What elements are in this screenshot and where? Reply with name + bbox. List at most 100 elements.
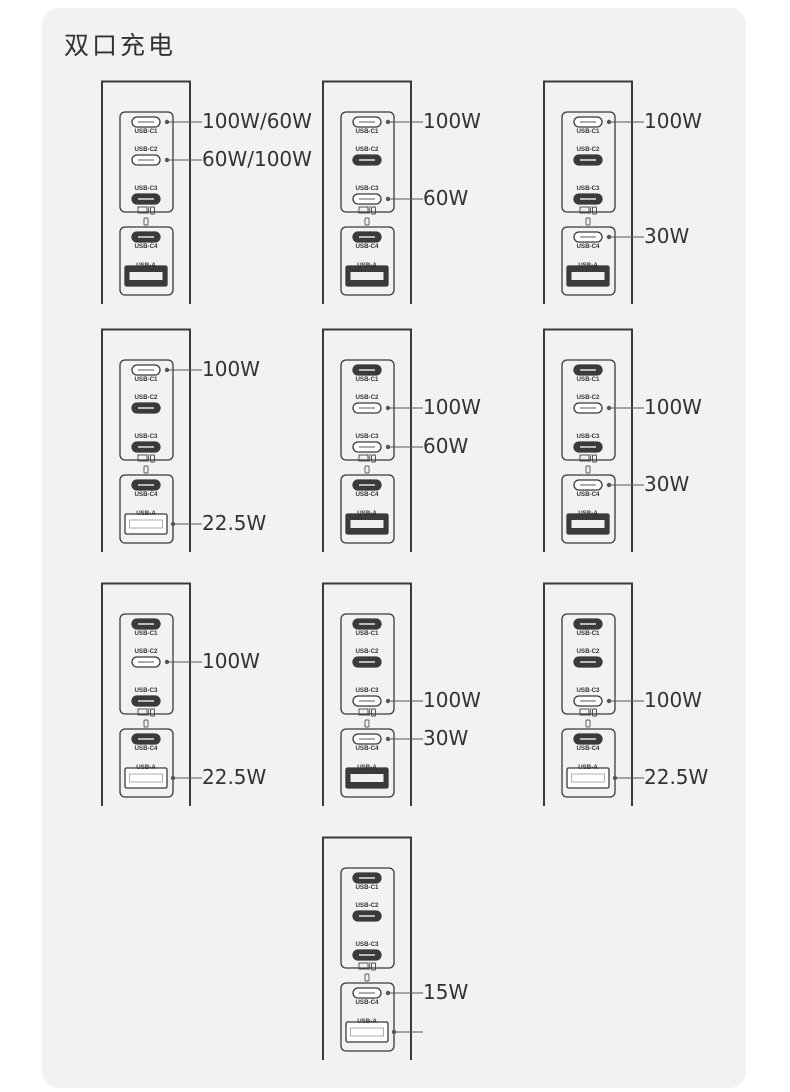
- leader-dot: [612, 775, 618, 781]
- leader-dot: [606, 234, 612, 240]
- leader-dot: [164, 157, 170, 163]
- indicator-light-icon: [585, 465, 591, 474]
- usb-c2-port: [352, 402, 382, 414]
- indicator-light-icon: [364, 217, 370, 226]
- port-label: USB-C4: [355, 999, 379, 1006]
- leader-dot: [164, 367, 170, 373]
- display-phone-icon: [358, 961, 376, 971]
- lower-port-panel: [561, 226, 616, 296]
- lower-port-panel: [561, 728, 616, 798]
- port-label: USB-A: [136, 510, 156, 517]
- usb-c3-port: [352, 193, 382, 205]
- upper-port-panel: [340, 359, 395, 461]
- usb-c2-port: [573, 402, 603, 414]
- upper-port-panel: [119, 111, 174, 213]
- wattage-label: 100W: [423, 688, 481, 712]
- charger-body: [322, 582, 412, 806]
- port-label: USB-C1: [134, 376, 158, 383]
- port-label: USB-A: [357, 262, 377, 269]
- wattage-label: 30W: [644, 224, 690, 248]
- display-phone-icon: [358, 707, 376, 717]
- display-phone-icon: [137, 205, 155, 215]
- port-label: USB-C1: [576, 128, 600, 135]
- port-label: USB-A: [357, 510, 377, 517]
- indicator-light-icon: [364, 719, 370, 728]
- display-phone-icon: [358, 453, 376, 463]
- port-label: USB-C1: [576, 376, 600, 383]
- port-label: USB-C4: [576, 491, 600, 498]
- port-label: USB-C2: [576, 394, 600, 401]
- upper-port-panel: [561, 613, 616, 715]
- port-label: USB-C4: [576, 243, 600, 250]
- usb-c2-port: [352, 656, 382, 668]
- port-label: USB-C2: [355, 146, 379, 153]
- port-label: USB-C4: [134, 745, 158, 752]
- port-label: USB-C3: [355, 941, 379, 948]
- display-phone-icon: [137, 707, 155, 717]
- charger-body: [101, 582, 191, 806]
- port-label: USB-C2: [134, 146, 158, 153]
- leader-dot: [391, 1029, 397, 1035]
- usb-c2-port: [352, 154, 382, 166]
- usb-a-port: [345, 513, 389, 535]
- port-label: USB-A: [357, 764, 377, 771]
- display-phone-icon: [137, 453, 155, 463]
- port-label: USB-A: [136, 262, 156, 269]
- upper-port-panel: [561, 111, 616, 213]
- port-label: USB-C1: [134, 128, 158, 135]
- port-label: USB-C4: [134, 243, 158, 250]
- indicator-light-icon: [143, 217, 149, 226]
- wattage-label: 100W: [423, 109, 481, 133]
- wattage-label: 60W: [423, 186, 469, 210]
- indicator-light-icon: [364, 465, 370, 474]
- port-label: USB-C4: [134, 491, 158, 498]
- port-label: USB-A: [578, 510, 598, 517]
- usb-c2-port: [573, 154, 603, 166]
- wattage-label: 100W: [644, 109, 702, 133]
- upper-port-panel: [340, 613, 395, 715]
- leader-dot: [606, 119, 612, 125]
- wattage-label: 60W: [423, 434, 469, 458]
- usb-a-port: [345, 1021, 389, 1043]
- usb-a-port: [124, 265, 168, 287]
- display-phone-icon: [579, 707, 597, 717]
- port-label: USB-C3: [355, 185, 379, 192]
- usb-c3-port: [352, 949, 382, 961]
- usb-c1-port: [131, 364, 161, 376]
- port-label: USB-A: [578, 262, 598, 269]
- wattage-label: 100W: [202, 649, 260, 673]
- indicator-light-icon: [585, 217, 591, 226]
- wattage-label: 22.5W: [644, 765, 709, 789]
- wattage-label: 15W: [423, 980, 469, 1004]
- display-phone-icon: [358, 205, 376, 215]
- usb-c1-port: [573, 618, 603, 630]
- leader-dot: [164, 659, 170, 665]
- charger-body: [101, 80, 191, 304]
- lower-port-panel: [340, 982, 395, 1052]
- usb-a-port: [566, 513, 610, 535]
- port-label: USB-C1: [355, 376, 379, 383]
- port-label: USB-C2: [576, 146, 600, 153]
- usb-c4-port: [131, 231, 161, 243]
- port-label: USB-C1: [355, 128, 379, 135]
- usb-c2-port: [131, 656, 161, 668]
- wattage-label: 22.5W: [202, 511, 267, 535]
- leader-dot: [385, 405, 391, 411]
- wattage-label: 30W: [423, 726, 469, 750]
- usb-c2-port: [573, 656, 603, 668]
- port-label: USB-C3: [576, 687, 600, 694]
- usb-c4-port: [573, 733, 603, 745]
- upper-port-panel: [340, 111, 395, 213]
- lower-port-panel: [340, 728, 395, 798]
- indicator-light-icon: [585, 719, 591, 728]
- usb-c4-port: [352, 231, 382, 243]
- wattage-label: 100W: [644, 395, 702, 419]
- port-label: USB-C4: [355, 745, 379, 752]
